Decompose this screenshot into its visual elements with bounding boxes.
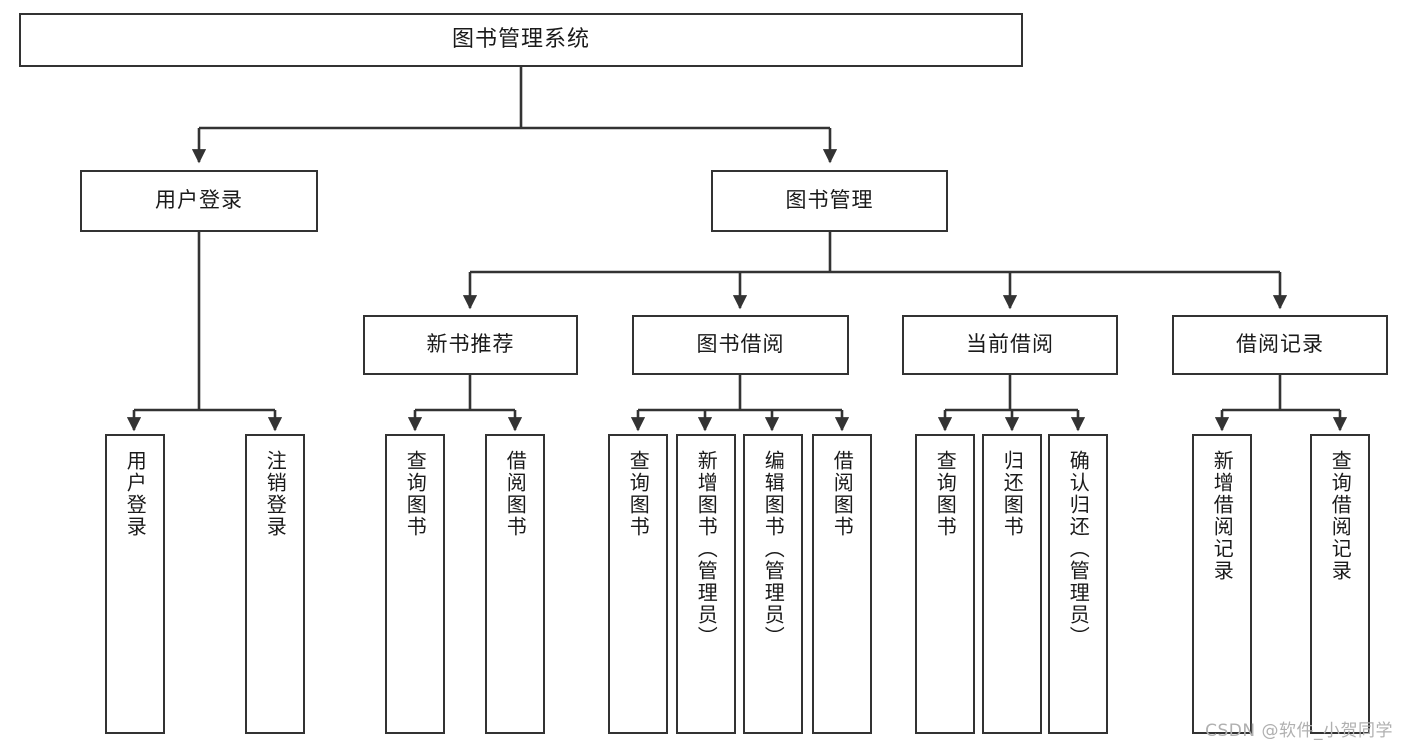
node-label: 用户登录 (155, 188, 243, 213)
node-new-book-recommend[interactable]: 新书推荐 (363, 315, 578, 375)
node-label: 图书借阅 (696, 332, 785, 357)
node-label: 用户登录 (123, 450, 148, 538)
node-label: 注销登录 (263, 450, 288, 538)
node-label: 确认归还（管理员） (1066, 450, 1091, 648)
node-label: 查询图书 (626, 450, 651, 538)
leaf-add-record[interactable]: 新增借阅记录 (1192, 434, 1252, 734)
leaf-confirm-return[interactable]: 确认归还（管理员） (1048, 434, 1108, 734)
node-label: 借阅图书 (503, 450, 528, 538)
node-label: 借阅图书 (830, 450, 855, 538)
node-label: 新书推荐 (426, 332, 515, 357)
node-book-manage[interactable]: 图书管理 (711, 170, 948, 232)
node-label: 借阅记录 (1236, 332, 1324, 357)
leaf-return-book[interactable]: 归还图书 (982, 434, 1042, 734)
leaf-query-record[interactable]: 查询借阅记录 (1310, 434, 1370, 734)
node-user-login[interactable]: 用户登录 (80, 170, 318, 232)
node-label: 查询图书 (933, 450, 958, 538)
node-label: 查询借阅记录 (1328, 450, 1353, 582)
node-label: 归还图书 (1000, 450, 1025, 538)
leaf-query-book-1[interactable]: 查询图书 (385, 434, 445, 734)
node-label: 新增图书（管理员） (694, 450, 719, 648)
node-book-borrow[interactable]: 图书借阅 (632, 315, 849, 375)
node-root-system[interactable]: 图书管理系统 (19, 13, 1023, 67)
node-label: 图书管理 (785, 188, 874, 213)
node-label: 查询图书 (403, 450, 428, 538)
node-label: 图书管理系统 (451, 26, 590, 52)
leaf-borrow-book-2[interactable]: 借阅图书 (812, 434, 872, 734)
leaf-user-login[interactable]: 用户登录 (105, 434, 165, 734)
leaf-edit-book[interactable]: 编辑图书（管理员） (743, 434, 803, 734)
node-label: 新增借阅记录 (1210, 450, 1235, 582)
csdn-watermark: CSDN @软件_小贺同学 (1205, 721, 1393, 741)
node-borrow-record[interactable]: 借阅记录 (1172, 315, 1388, 375)
leaf-borrow-book-1[interactable]: 借阅图书 (485, 434, 545, 734)
node-current-borrow[interactable]: 当前借阅 (902, 315, 1118, 375)
leaf-add-book[interactable]: 新增图书（管理员） (676, 434, 736, 734)
leaf-logout[interactable]: 注销登录 (245, 434, 305, 734)
node-label: 编辑图书（管理员） (761, 450, 786, 648)
leaf-query-book-3[interactable]: 查询图书 (915, 434, 975, 734)
node-label: 当前借阅 (966, 332, 1054, 357)
leaf-query-book-2[interactable]: 查询图书 (608, 434, 668, 734)
